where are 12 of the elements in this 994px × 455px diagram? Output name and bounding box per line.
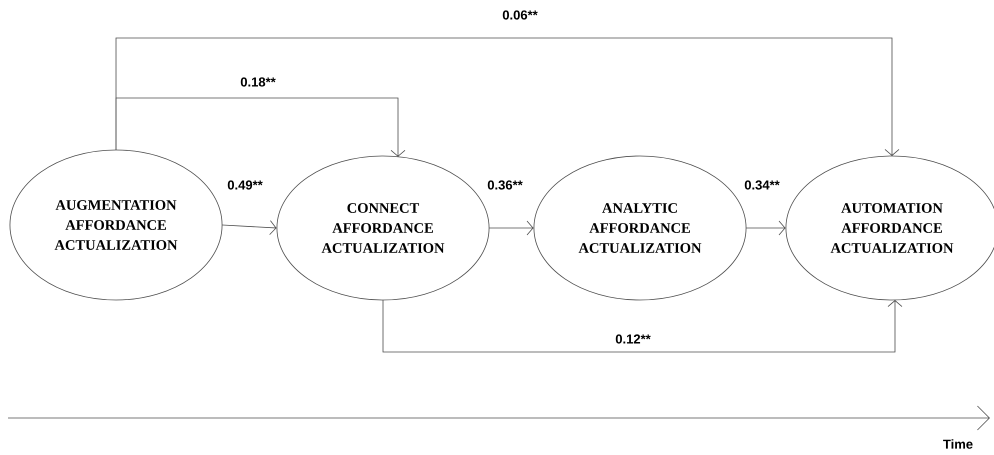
arrow — [489, 220, 534, 236]
edge-label: 0.12** — [614, 333, 652, 345]
arrow — [116, 38, 900, 156]
edge-label: 0.49** — [226, 179, 264, 191]
axis-label: Time — [943, 439, 973, 449]
edge-label: 0.06** — [501, 9, 539, 21]
arrow — [222, 220, 277, 236]
arrow — [382, 300, 902, 352]
arrow — [116, 98, 406, 157]
edge-label: 0.18** — [239, 76, 277, 88]
arrow — [746, 220, 786, 236]
ellipse-node: AUGMENTATION AFFORDANCE ACTUALIZATION — [10, 150, 222, 300]
